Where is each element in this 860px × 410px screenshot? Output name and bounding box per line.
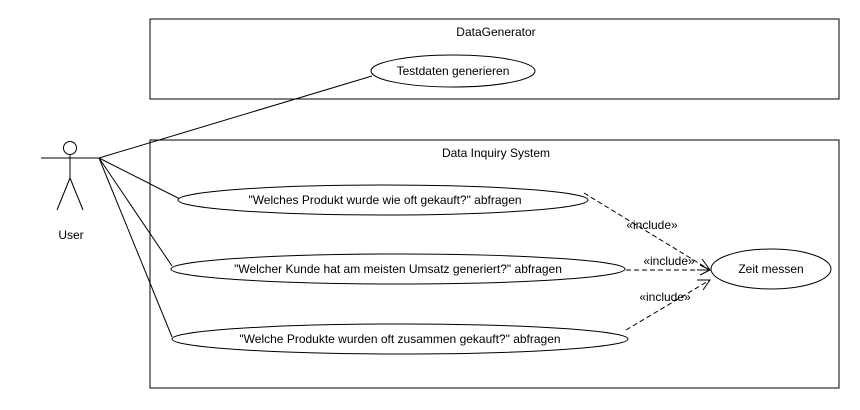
use-case-label-zeit: Zeit messen <box>738 262 803 276</box>
association-testdaten <box>98 75 373 159</box>
include-arrowhead-kunde <box>699 264 712 276</box>
actor-left-leg <box>56 177 71 211</box>
system-title-data-inquiry: Data Inquiry System <box>442 146 550 160</box>
association-kunde <box>98 157 173 267</box>
use-case-zusammen-abfragen <box>171 323 629 355</box>
actor-head <box>63 141 77 155</box>
include-label-2: «include» <box>643 254 695 268</box>
use-case-testdaten-generieren <box>370 54 536 88</box>
actor-right-leg <box>69 177 84 211</box>
include-label-1: «include» <box>626 218 678 232</box>
use-case-label-zusammen: "Welche Produkte wurden oft zusammen gek… <box>239 332 560 346</box>
use-case-label-testdaten: Testdaten generieren <box>397 64 510 78</box>
include-dependency-zusammen <box>625 279 711 331</box>
association-produkt <box>98 157 181 200</box>
use-case-produkt-abfragen <box>177 184 589 216</box>
include-arrowhead-zusammen <box>697 279 711 291</box>
include-dependency-produkt <box>583 192 711 271</box>
use-case-kunde-abfragen <box>170 253 626 285</box>
system-title-datagenerator: DataGenerator <box>456 25 535 39</box>
actor-user <box>41 141 99 211</box>
use-case-zeit-messen <box>710 248 832 290</box>
include-label-3: «include» <box>639 290 691 304</box>
association-zusammen <box>98 157 173 338</box>
use-case-label-produkt: "Welches Produkt wurde wie oft gekauft?"… <box>248 193 521 207</box>
use-case-label-kunde: "Welcher Kunde hat am meisten Umsatz gen… <box>234 262 562 276</box>
actor-label: User <box>58 228 83 242</box>
